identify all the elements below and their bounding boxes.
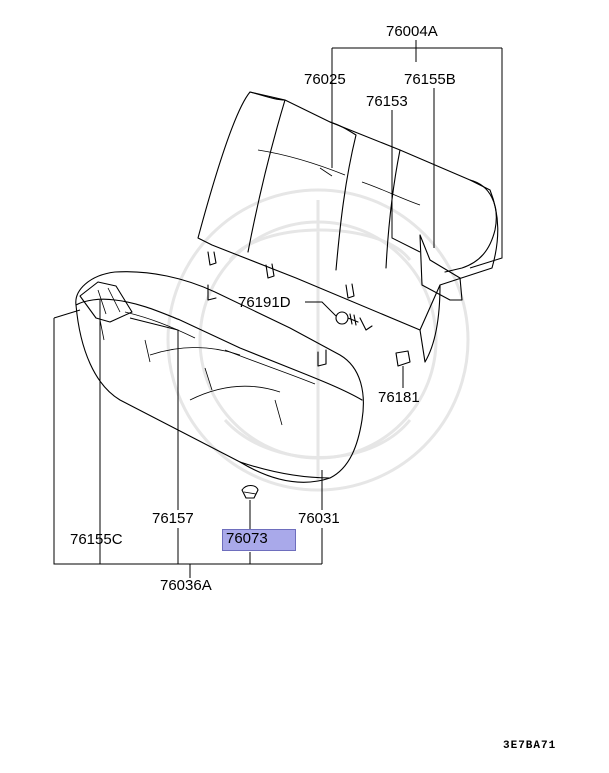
clip-76073: [241, 484, 259, 499]
clip-76181: [395, 350, 411, 367]
label-76004A[interactable]: 76004A: [386, 23, 438, 40]
label-76191D[interactable]: 76191D: [238, 294, 291, 311]
leader-lines: [53, 40, 503, 578]
watermark-emblem: [166, 188, 470, 492]
label-76181[interactable]: 76181: [378, 389, 420, 406]
label-76155B[interactable]: 76155B: [404, 71, 456, 88]
label-76155C[interactable]: 76155C: [70, 531, 123, 548]
diagram-code: 3E7BA71: [503, 740, 557, 752]
seat-back: [197, 91, 499, 367]
label-76025[interactable]: 76025: [304, 71, 346, 88]
highlight-box: [222, 529, 296, 551]
seat-cushion: [75, 271, 364, 483]
label-76031[interactable]: 76031: [298, 510, 340, 527]
label-76157[interactable]: 76157: [152, 510, 194, 527]
label-76073[interactable]: 76073: [226, 530, 268, 547]
bolt-76191D: [335, 311, 359, 326]
label-76036A[interactable]: 76036A: [160, 577, 212, 594]
label-76153[interactable]: 76153: [366, 93, 408, 110]
